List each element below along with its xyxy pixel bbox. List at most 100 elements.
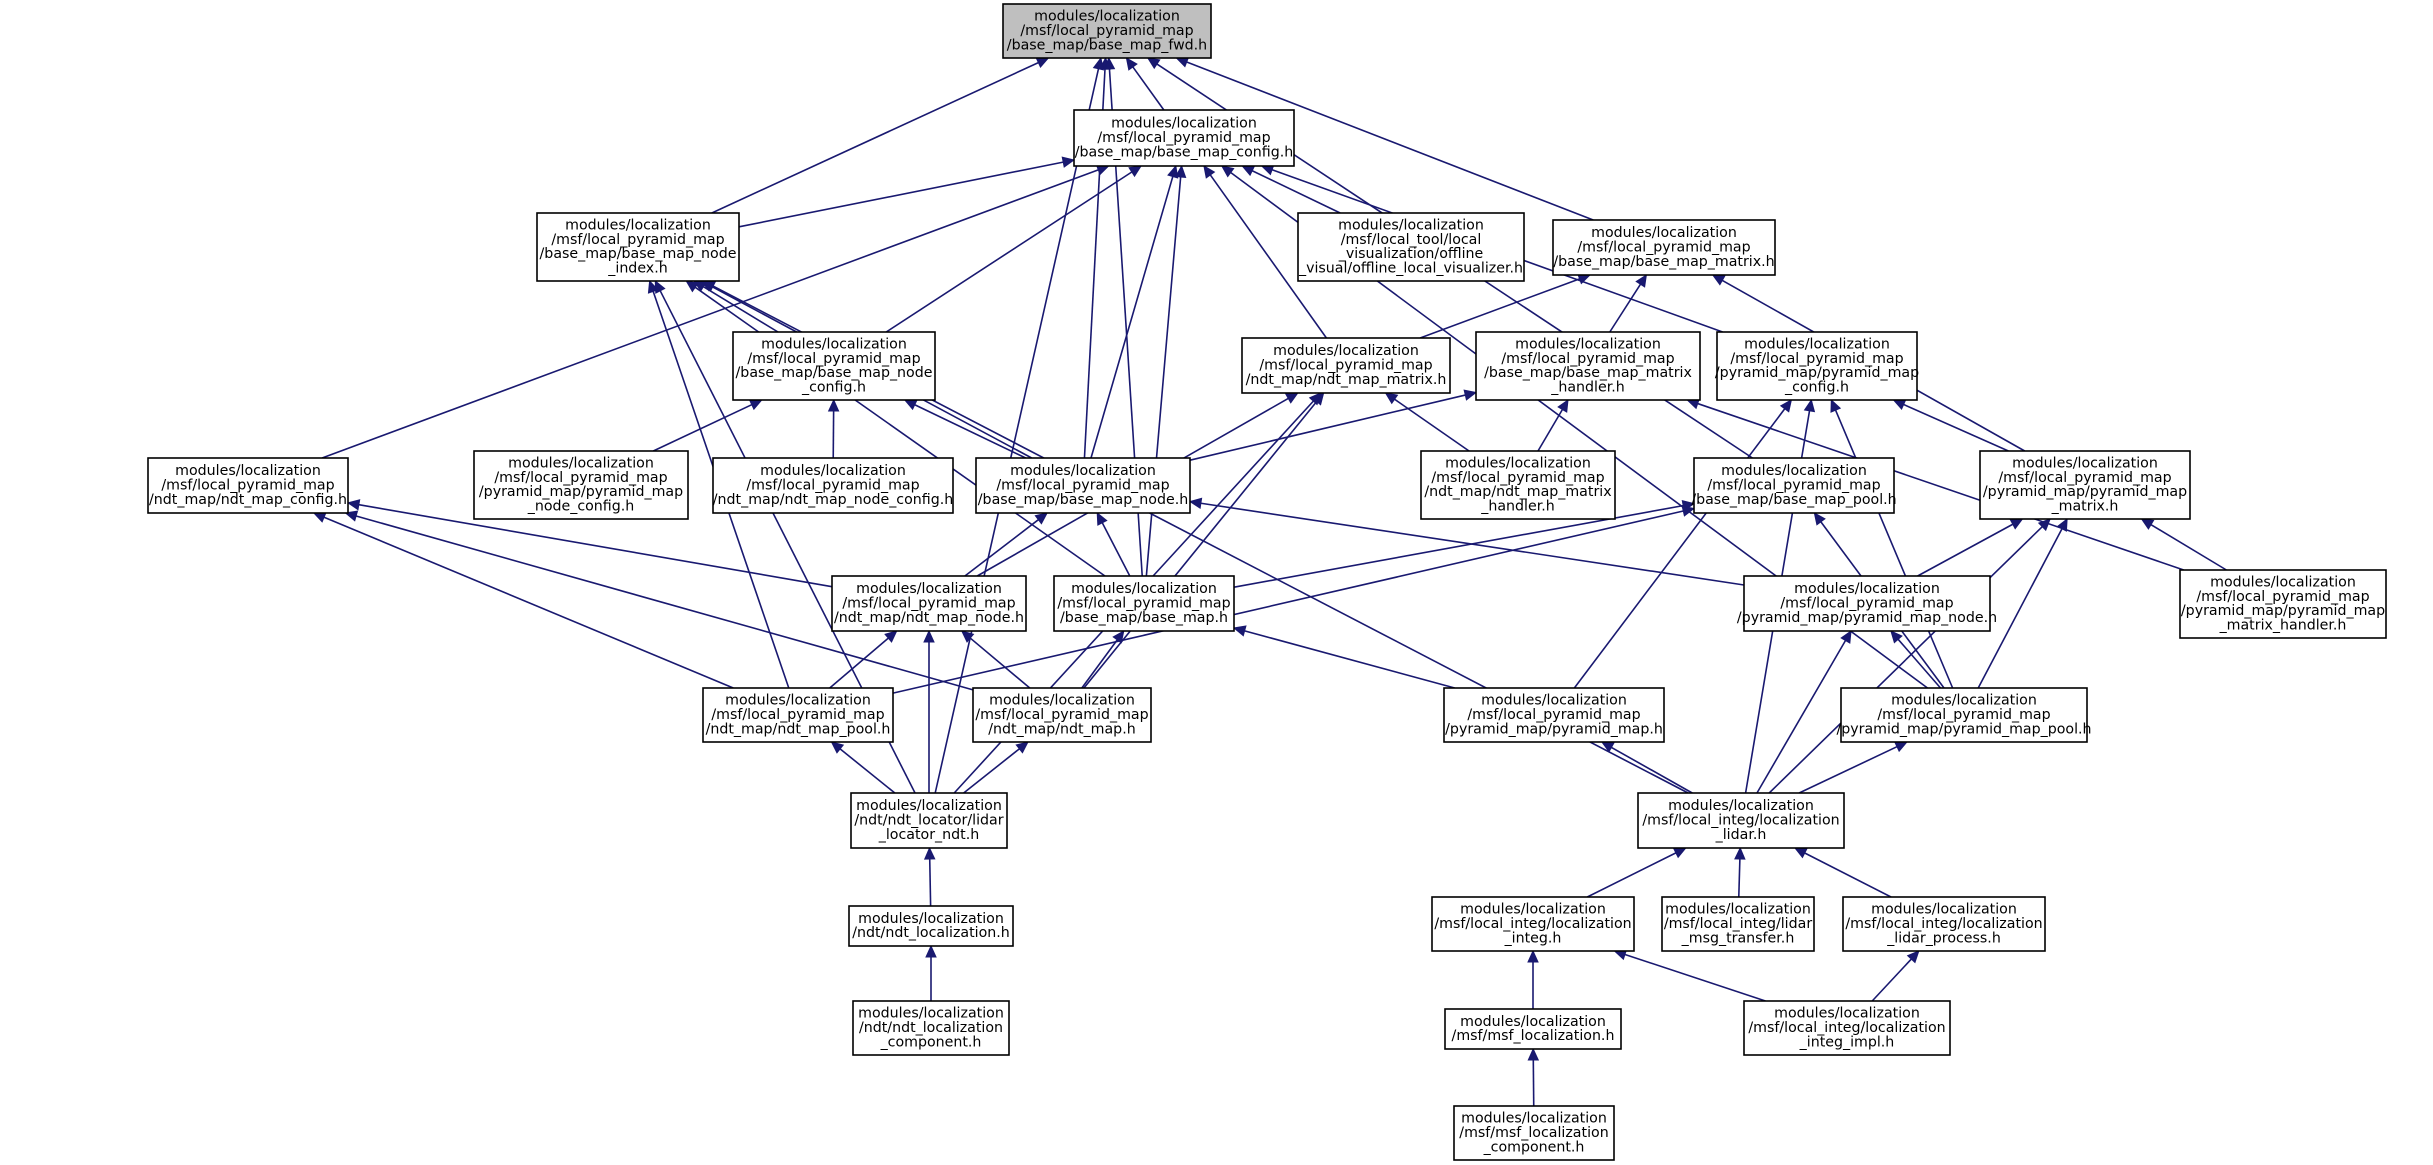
node-lidar_locator[interactable]: modules/localization/ndt/ndt_locator/lid… — [850, 792, 1008, 849]
edge-lidar_process-to-loc_lidar — [1804, 852, 1892, 898]
node-box — [473, 450, 689, 520]
edge-arrowhead — [2037, 518, 2052, 532]
edge-node_config-to-node_index — [702, 286, 779, 333]
node-label-line: /msf/local_pyramid_map — [161, 478, 334, 494]
node-pool[interactable]: modules/localization/msf/local_pyramid_m… — [1691, 457, 1897, 514]
edge-node_config-to-config — [885, 171, 1133, 333]
node-pyr_map[interactable]: modules/localization/msf/local_pyramid_m… — [1443, 687, 1665, 743]
node-pyr_config[interactable]: modules/localization/msf/local_pyramid_m… — [1715, 331, 1919, 401]
node-matrix[interactable]: modules/localization/msf/local_pyramid_m… — [1552, 219, 1776, 276]
node-label-line: /msf/local_integ/localization — [1434, 916, 1631, 932]
node-pyr_node[interactable]: modules/localization/msf/local_pyramid_m… — [1737, 575, 1997, 632]
node-label-line: modules/localization — [1668, 798, 1814, 814]
edge-arrowhead — [1803, 398, 1816, 413]
node-label-line: /base_map/base_map_fwd.h — [1007, 37, 1207, 53]
node-pyr_matrix[interactable]: modules/localization/msf/local_pyramid_m… — [1979, 450, 2191, 520]
node-base_node[interactable]: modules/localization/msf/local_pyramid_m… — [975, 457, 1191, 514]
node-label-line: /msf/local_pyramid_map — [746, 478, 919, 494]
node-label-line: /msf/local_pyramid_map — [1730, 351, 1903, 367]
edge-ndt_matrix_handler-to-ndt_matrix — [1394, 398, 1470, 452]
node-label-line: /msf/local_tool/local — [1341, 232, 1482, 248]
node-matrix_handler[interactable]: modules/localization/msf/local_pyramid_m… — [1475, 331, 1701, 401]
edge-arrowhead — [1635, 273, 1648, 288]
node-base_map[interactable]: modules/localization/msf/local_pyramid_m… — [1053, 575, 1235, 632]
node-visualizer[interactable]: modules/localization/msf/local_tool/loca… — [1297, 212, 1525, 282]
node-loc_lidar[interactable]: modules/localization/msf/local_integ/loc… — [1637, 792, 1845, 849]
edge-arrowhead — [1527, 949, 1539, 963]
node-ndt_localization[interactable]: modules/localization/ndt/ndt_localizatio… — [848, 905, 1014, 947]
edge-loc_lidar-to-pyr_matrix — [1768, 526, 2043, 794]
edge-pyr_pool-to-pyr_matrix — [1977, 528, 2063, 689]
node-label-line: modules/localization — [761, 336, 907, 352]
edge-arrowhead — [903, 399, 918, 411]
node-config[interactable]: modules/localization/msf/local_pyramid_m… — [1073, 109, 1295, 167]
edge-arrowhead — [1241, 165, 1256, 177]
edge-ndt_config-to-config — [321, 169, 1099, 459]
root-node-box — [1002, 3, 1212, 59]
edge-arrowhead — [923, 846, 936, 860]
node-label-line: /ndt/ndt_localization — [859, 1020, 1003, 1036]
node-node_index[interactable]: modules/localization/msf/local_pyramid_m… — [536, 212, 740, 282]
node-label-line: modules/localization — [1111, 116, 1257, 132]
node-box — [702, 687, 894, 743]
node-label-line: modules/localization — [1871, 902, 2017, 918]
node-box — [1842, 896, 2046, 952]
node-label-line: modules/localization — [858, 1006, 1004, 1022]
node-msf_localization[interactable]: modules/localization/msf/msf_localizatio… — [1444, 1008, 1622, 1050]
node-ndt_matrix_handler[interactable]: modules/localization/msf/local_pyramid_m… — [1420, 450, 1616, 520]
node-label-line: /msf/local_pyramid_map — [975, 707, 1148, 723]
node-ndt_node_config[interactable]: modules/localization/msf/local_pyramid_m… — [712, 457, 954, 514]
node-label-line: /msf/local_pyramid_map — [494, 470, 667, 486]
edge-arrowhead — [1112, 630, 1125, 644]
node-box — [1420, 450, 1616, 520]
edge-arrowhead — [1894, 741, 1909, 753]
edge-visualizer-to-config — [1251, 170, 1341, 214]
node-ndt_config[interactable]: modules/localization/msf/local_pyramid_m… — [147, 457, 349, 514]
node-label-line: /msf/local_integ/lidar — [1664, 916, 1813, 932]
edge-ndt_pool-to-pool — [892, 510, 1684, 694]
node-lidar_process[interactable]: modules/localization/msf/local_integ/loc… — [1842, 896, 2046, 952]
edge-arrowhead — [312, 512, 327, 523]
node-label-line: /base_map/base_map_node.h — [978, 492, 1188, 508]
edge-arrowhead — [748, 399, 763, 411]
node-pyr_matrix_handler[interactable]: modules/localization/msf/local_pyramid_m… — [2179, 569, 2387, 639]
edge-loc_lidar-to-pyr_map — [1611, 746, 1693, 794]
node-label-line: _msg_transfer.h — [1681, 930, 1795, 946]
edge-arrowhead — [1174, 164, 1187, 178]
edge-arrowhead — [1557, 398, 1569, 413]
node-loc_integ[interactable]: modules/localization/msf/local_integ/loc… — [1431, 896, 1635, 952]
node-label-line: /base_map/base_map.h — [1060, 610, 1228, 626]
node-pyr_pool[interactable]: modules/localization/msf/local_pyramid_m… — [1836, 687, 2092, 743]
node-pyr_node_config[interactable]: modules/localization/msf/local_pyramid_m… — [473, 450, 689, 520]
node-msf_component[interactable]: modules/localization/msf/msf_localizatio… — [1453, 1105, 1615, 1161]
node-integ_impl[interactable]: modules/localization/msf/local_integ/loc… — [1743, 1000, 1951, 1056]
edge-pyr_map-to-pyr_config — [1573, 408, 1786, 689]
edge-arrowhead — [1103, 56, 1116, 70]
edge-arrowhead — [1015, 741, 1029, 754]
edge-pyr_node_config-to-node_config — [652, 403, 753, 452]
edge-arrowhead — [1527, 1047, 1540, 1061]
node-label-line: /msf/msf_localization — [1459, 1125, 1608, 1141]
node-label-line: /ndt/ndt_localization.h — [852, 925, 1010, 941]
edge-config-to-fwd — [1132, 66, 1165, 111]
node-label-line: _lidar.h — [1715, 827, 1767, 843]
edge-arrowhead — [1734, 846, 1746, 860]
edge-base_node-to-config — [1090, 176, 1174, 459]
edge-base_map-to-base_node — [1101, 522, 1131, 577]
node-box — [1073, 109, 1295, 167]
node-lidar_msg[interactable]: modules/localization/msf/local_integ/lid… — [1661, 896, 1815, 952]
node-label-line: _visualization/offline — [1338, 246, 1484, 262]
node-label-line: /msf/local_pyramid_map — [1501, 351, 1674, 367]
node-ndt_map[interactable]: modules/localization/msf/local_pyramid_m… — [972, 687, 1152, 743]
edge-pyr_map-to-base_map — [1244, 630, 1455, 689]
node-label-line: /msf/local_pyramid_map — [1877, 707, 2050, 723]
node-label-line: _matrix.h — [2051, 499, 2119, 515]
node-label-line: modules/localization — [508, 455, 654, 471]
node-ndt_matrix[interactable]: modules/localization/msf/local_pyramid_m… — [1241, 337, 1451, 394]
node-ndt_pool[interactable]: modules/localization/msf/local_pyramid_m… — [702, 687, 894, 743]
node-box — [1453, 1105, 1615, 1161]
node-node_config[interactable]: modules/localization/msf/local_pyramid_m… — [732, 331, 936, 401]
node-ndt_node[interactable]: modules/localization/msf/local_pyramid_m… — [831, 575, 1027, 632]
edge-pyr_matrix_handler-to-pyr_matrix — [2150, 523, 2227, 571]
node-ndt_component[interactable]: modules/localization/ndt/ndt_localizatio… — [852, 1000, 1010, 1056]
